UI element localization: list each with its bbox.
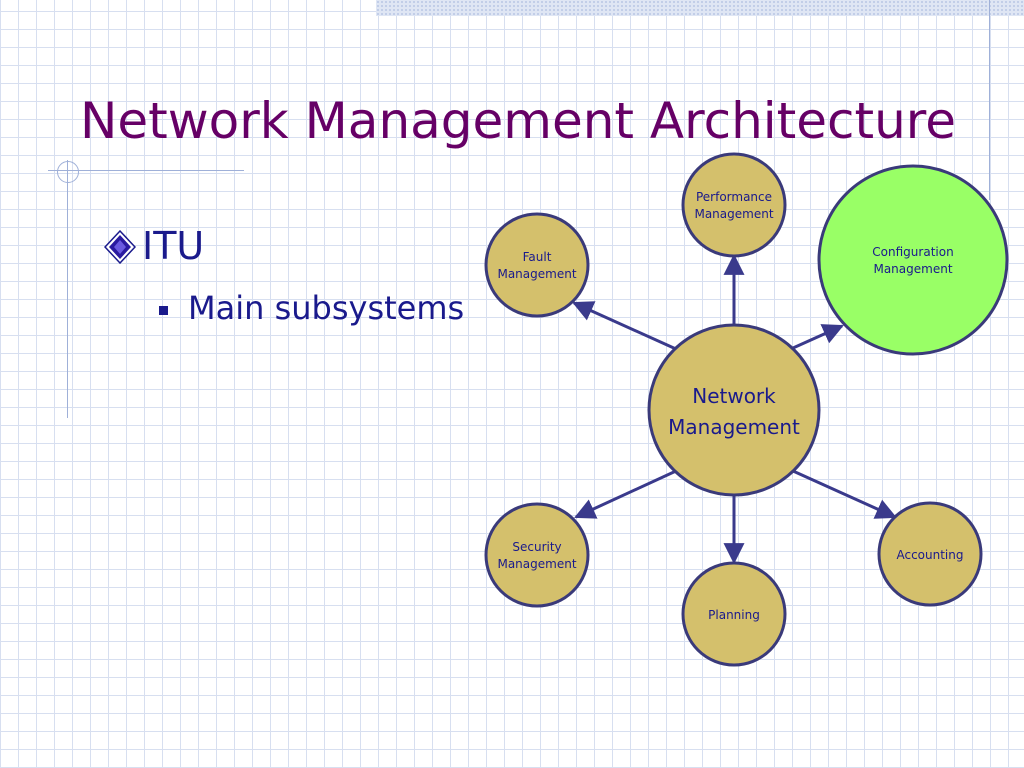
square-bullet-icon [159,306,168,315]
bullet-itu: ITU [142,224,205,268]
node-label-line: Management [694,207,773,221]
node-network-management: Network Management [647,323,821,497]
node-security-management: Security Management [484,502,590,608]
node-label-line: Accounting [896,548,963,562]
decorative-band [376,0,1024,16]
node-performance-management: Performance Management [681,152,787,258]
node-label-line: Management [497,557,576,571]
node-planning: Planning [681,561,787,667]
decorative-circle [57,161,79,183]
decorative-line-vertical [67,160,68,418]
decorative-line-horizontal [48,170,244,171]
bullet-main-subsystems: Main subsystems [188,289,465,327]
node-label-line: Configuration [872,245,953,259]
node-label-line: Security [512,540,561,554]
arrow-to-fault [572,301,677,351]
node-accounting: Accounting [877,501,983,607]
decorative-line-right [989,0,990,200]
node-label-line: Management [873,262,952,276]
arrow-to-accounting [792,469,897,519]
slide-title: Network Management Architecture [80,92,957,150]
node-label-line: Management [497,267,576,281]
center-label-line: Management [668,415,800,439]
node-label-line: Planning [708,608,760,622]
node-label-line: Performance [696,190,772,204]
diamond-bullet-icon [104,230,136,264]
node-label-line: Fault [523,250,552,264]
arrow-to-configuration [792,324,844,350]
arrow-to-security [574,469,677,519]
node-configuration-management: Configuration Management [817,164,1009,356]
node-fault-management: Fault Management [484,212,590,318]
center-label-line: Network [692,384,776,408]
